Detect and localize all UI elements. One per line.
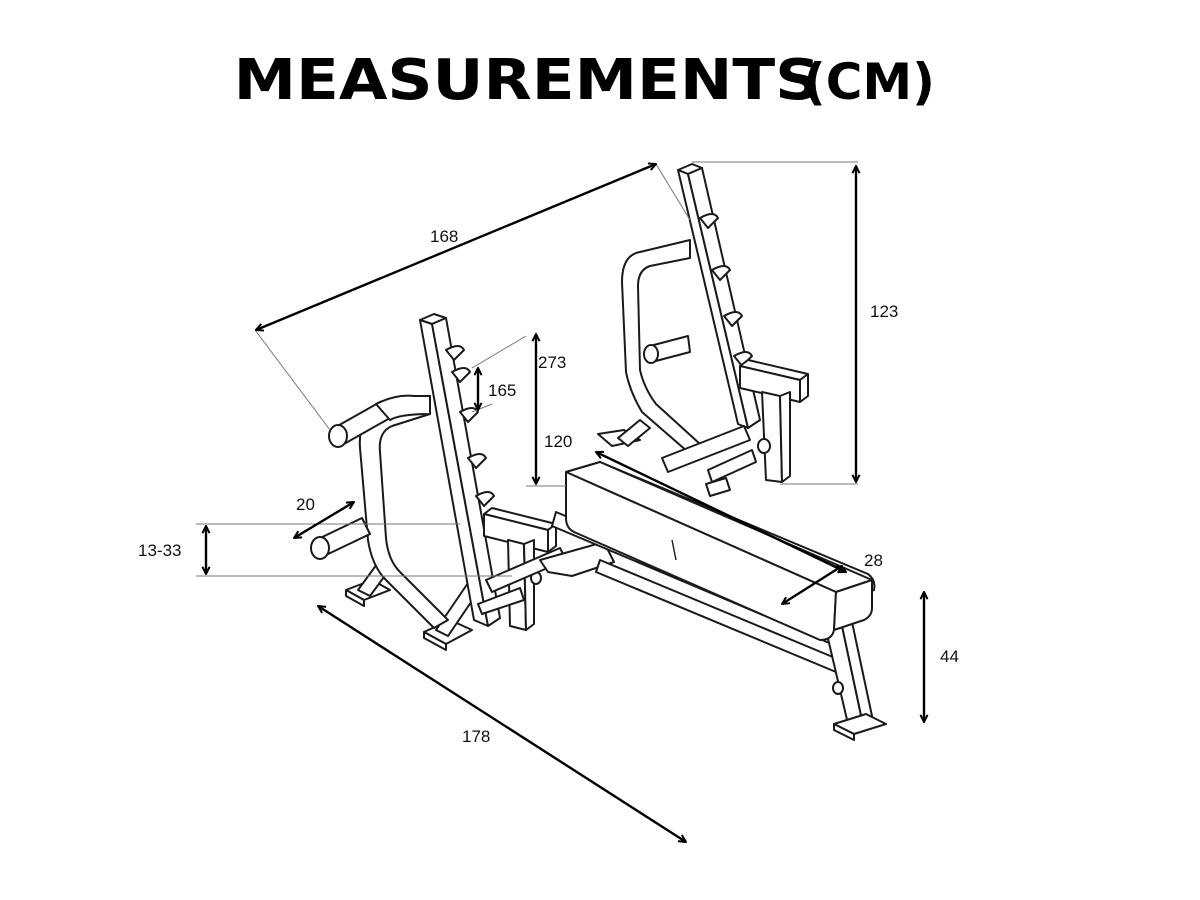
dim-arrow-20 [294,502,354,538]
title-unit: (CM) [802,53,936,111]
dim-arrow-120 [596,452,846,572]
dim-arrow-178 [318,606,686,842]
label-273: 273 [538,353,566,372]
back-frame [597,163,809,497]
dim-arrow-168 [256,164,656,330]
label-44: 44 [940,647,959,666]
label-178: 178 [462,727,490,746]
page-title: MEASUREMENTS(CM) [0,48,1200,113]
front-frame [310,313,567,651]
dimension-labels: 168 123 273 165 120 20 13-33 28 178 44 [138,227,959,746]
title-main: MEASUREMENTS [233,48,821,113]
label-168: 168 [430,227,458,246]
dim-arrow-28 [782,566,842,604]
label-13-33: 13-33 [138,541,181,560]
label-123: 123 [870,302,898,321]
label-120: 120 [544,432,572,451]
dimension-arrows [206,164,924,842]
label-165: 165 [488,381,516,400]
label-28: 28 [864,551,883,570]
bench [539,461,887,741]
label-20: 20 [296,495,315,514]
